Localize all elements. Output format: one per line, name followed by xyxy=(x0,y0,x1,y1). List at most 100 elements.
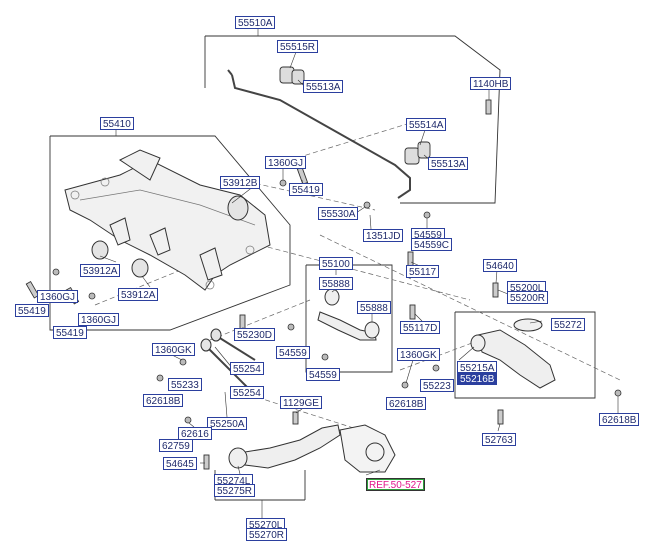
part-label-55233[interactable]: 55233 xyxy=(168,378,202,391)
leader-55117d xyxy=(414,313,423,322)
bushing-mid-l xyxy=(404,147,420,165)
upper-arm-bush-1 xyxy=(324,288,340,306)
nut-1360gk-a xyxy=(179,358,187,366)
part-label-1351jd[interactable]: 1351JD xyxy=(363,229,404,242)
leader-1360gk-b xyxy=(405,359,414,384)
crossmember-leg-1 xyxy=(109,217,131,246)
crossmember-hole-1 xyxy=(70,190,80,200)
dash-1 xyxy=(239,179,376,211)
nut-62618b-c xyxy=(614,389,622,397)
part-label-62759[interactable]: 62759 xyxy=(159,439,193,452)
crossmember-hole-3 xyxy=(205,280,215,290)
part-label-55419-top[interactable]: 55419 xyxy=(289,183,323,196)
part-label-1140hb[interactable]: 1140HB xyxy=(470,77,512,90)
part-label-55272[interactable]: 55272 xyxy=(551,318,585,331)
part-label-55223[interactable]: 55223 xyxy=(420,379,454,392)
trailing-arm-bush xyxy=(228,447,248,469)
part-label-52763[interactable]: 52763 xyxy=(482,433,516,446)
part-label-1360gj-b[interactable]: 1360GJ xyxy=(37,290,79,303)
part-label-1360gk-a[interactable]: 1360GK xyxy=(152,343,195,356)
part-label-53912a-b[interactable]: 53912A xyxy=(118,288,159,301)
part-label-55410[interactable]: 55410 xyxy=(100,117,134,130)
part-label-54645[interactable]: 54645 xyxy=(163,457,197,470)
alignment-lines xyxy=(94,119,621,431)
leader-52763 xyxy=(497,423,501,432)
link-55530a xyxy=(363,201,371,209)
part-label-55510a[interactable]: 55510A xyxy=(235,16,276,29)
knuckle xyxy=(339,424,396,473)
spring-seat-55272 xyxy=(513,318,543,332)
part-label-1360gj-top[interactable]: 1360GJ xyxy=(265,156,307,169)
part-label-1360gk-b[interactable]: 1360GK xyxy=(397,348,440,361)
part-label-53912a-a[interactable]: 53912A xyxy=(80,264,121,277)
stabilizer-bar-shape xyxy=(231,74,411,199)
part-label-55250a[interactable]: 55250A xyxy=(207,417,248,430)
link-bush-2 xyxy=(210,328,222,342)
part-label-55513a-mid[interactable]: 55513A xyxy=(428,157,469,170)
nut-62616 xyxy=(184,416,192,424)
dash-2 xyxy=(289,119,421,161)
leader-53912a-a xyxy=(99,255,117,263)
upper-arm xyxy=(317,288,380,341)
crossmember-box xyxy=(49,135,291,331)
link-bushings xyxy=(200,328,222,352)
leader-55274l xyxy=(237,465,241,475)
part-label-55117[interactable]: 55117 xyxy=(406,265,440,278)
part-label-55200r[interactable]: 55200R xyxy=(507,291,549,304)
part-label-55216b[interactable]: 55216B xyxy=(457,372,498,385)
nut-1360gj-c xyxy=(88,292,96,300)
part-label-55270r[interactable]: 55270R xyxy=(246,528,288,541)
bolt-54645 xyxy=(203,454,210,470)
part-label-62618b-a[interactable]: 62618B xyxy=(143,394,184,407)
reference-label[interactable]: REF.50-527 xyxy=(366,478,425,491)
part-label-55888-b[interactable]: 55888 xyxy=(357,301,391,314)
part-label-54559-b[interactable]: 54559 xyxy=(276,346,310,359)
part-label-55888-a[interactable]: 55888 xyxy=(319,277,353,290)
nut-1360gj-top xyxy=(279,179,287,187)
leader-55513a-top xyxy=(297,79,304,86)
crossmember-detail xyxy=(70,177,256,290)
bushing-mid-r xyxy=(417,141,431,159)
link-bush-1 xyxy=(200,338,212,352)
crossmember-leg-3 xyxy=(199,247,223,281)
upper-arm-box xyxy=(305,264,393,373)
leader-53912a-b xyxy=(141,275,151,288)
part-label-1129ge[interactable]: 1129GE xyxy=(280,396,322,409)
nut-62618b-a xyxy=(156,374,164,382)
part-label-55513a-top[interactable]: 55513A xyxy=(303,80,344,93)
bolt-54640 xyxy=(492,282,499,298)
part-label-62618b-b[interactable]: 62618B xyxy=(386,397,427,410)
stabilizer-bushings xyxy=(279,66,431,165)
part-label-53912b[interactable]: 53912B xyxy=(220,176,261,189)
part-label-1360gj-c[interactable]: 1360GJ xyxy=(78,313,120,326)
part-label-55514a[interactable]: 55514A xyxy=(406,118,447,131)
part-label-55530a[interactable]: 55530A xyxy=(318,207,359,220)
part-label-62616[interactable]: 62616 xyxy=(178,427,212,440)
stabilizer-box xyxy=(205,35,501,204)
leader-55250a xyxy=(224,391,228,418)
part-label-55419-a[interactable]: 55419 xyxy=(15,304,49,317)
part-label-54640[interactable]: 54640 xyxy=(483,259,517,272)
part-label-55419-b[interactable]: 55419 xyxy=(53,326,87,339)
bushing-53912a-1 xyxy=(91,240,109,260)
crossmember-body xyxy=(64,159,271,291)
leader-62616 xyxy=(188,422,195,428)
dash-3 xyxy=(259,244,471,301)
bolt-55230d xyxy=(239,314,246,330)
part-label-55254-b[interactable]: 55254 xyxy=(230,386,264,399)
part-label-55275r[interactable]: 55275R xyxy=(214,484,256,497)
part-label-55254-a[interactable]: 55254 xyxy=(230,362,264,375)
leader-55272 xyxy=(529,320,543,324)
part-label-55230d[interactable]: 55230D xyxy=(234,328,276,341)
crossmember-hole-4 xyxy=(245,245,255,255)
part-label-62618b-c[interactable]: 62618B xyxy=(599,413,640,426)
part-label-54559c[interactable]: 54559C xyxy=(411,238,453,251)
lower-arm-body xyxy=(477,329,556,389)
part-label-55515r[interactable]: 55515R xyxy=(277,40,319,53)
part-label-55117d[interactable]: 55117D xyxy=(400,321,441,334)
leader-54640 xyxy=(495,269,498,284)
leader-55215a xyxy=(458,346,475,361)
part-label-54559-c[interactable]: 54559 xyxy=(306,368,340,381)
bolt-55117 xyxy=(407,251,414,267)
part-label-55100[interactable]: 55100 xyxy=(319,257,353,270)
